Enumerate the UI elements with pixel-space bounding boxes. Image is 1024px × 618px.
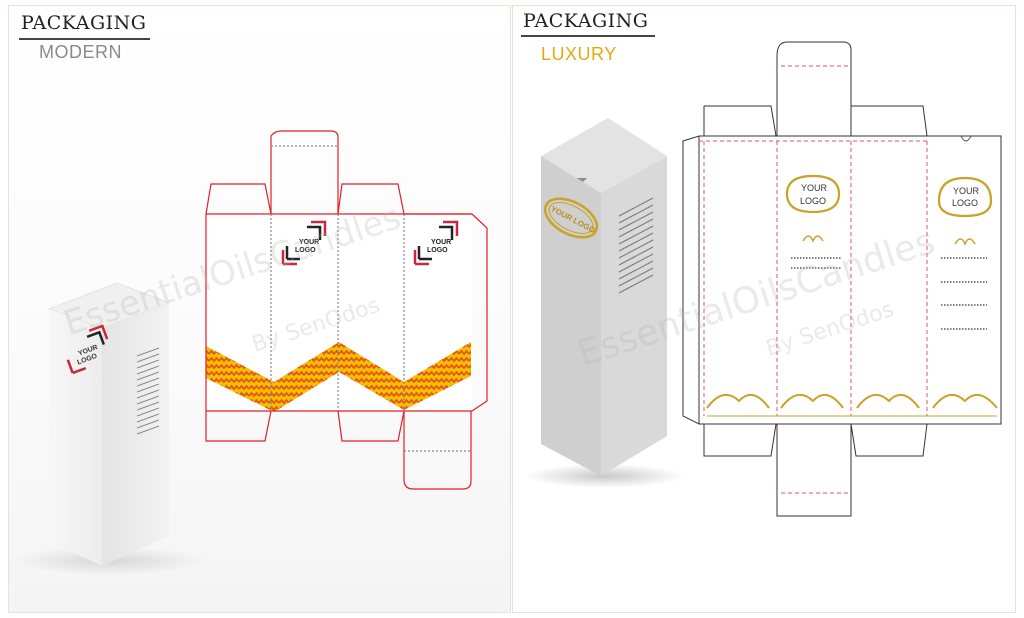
modern-packaging-panel: PACKAGING MODERN [8,5,511,613]
dieline-logo-1: YOUR LOGO [281,220,327,266]
panel-title: PACKAGING [21,12,147,34]
box-shadow [525,464,685,488]
zigzag-band [206,342,471,412]
dieline-logo-1-text-1: YOUR [299,239,319,246]
dieline-gold-logo-1: YOUR LOGO [785,174,841,244]
panel-subtitle: LUXURY [541,44,617,64]
dieline-logo-2-text-2: LOGO [427,247,448,254]
gold-logo-2-text-1: YOUR [953,186,980,196]
gold-ornaments [706,393,998,417]
dieline-dotted-lines [791,257,987,330]
luxury-box-illustration: YOUR LOGO [525,41,1002,517]
gold-logo-2-text-2: LOGO [952,198,978,208]
box-text-lines [618,197,654,294]
box-top-face [541,118,667,193]
gold-logo-1-text-1: YOUR [801,183,828,193]
box-front-face [49,309,102,566]
gold-logo-1-text-2: LOGO [800,196,826,206]
luxury-packaging-panel: PACKAGING LUXURY YOUR LOGO [512,5,1016,613]
dieline-logo-2: YOUR LOGO [413,220,459,266]
title-underline [521,35,655,37]
box-side-face [601,156,667,476]
panel-subtitle: MODERN [39,42,122,62]
box-side-face [102,303,169,566]
modern-dieline [205,130,488,490]
dieline-logo-2-text-1: YOUR [431,239,451,246]
modern-box-illustration: YOUR LOGO [14,130,488,575]
panel-title: PACKAGING [523,10,649,32]
luxury-dieline-folds [699,65,928,494]
box-text-lines [136,347,160,435]
title-underline [19,38,150,40]
luxury-dieline [682,41,1002,517]
dieline-gold-logo-2: YOUR LOGO [937,176,993,247]
dieline-logo-1-text-2: LOGO [295,247,316,254]
box-front-face [541,156,601,476]
